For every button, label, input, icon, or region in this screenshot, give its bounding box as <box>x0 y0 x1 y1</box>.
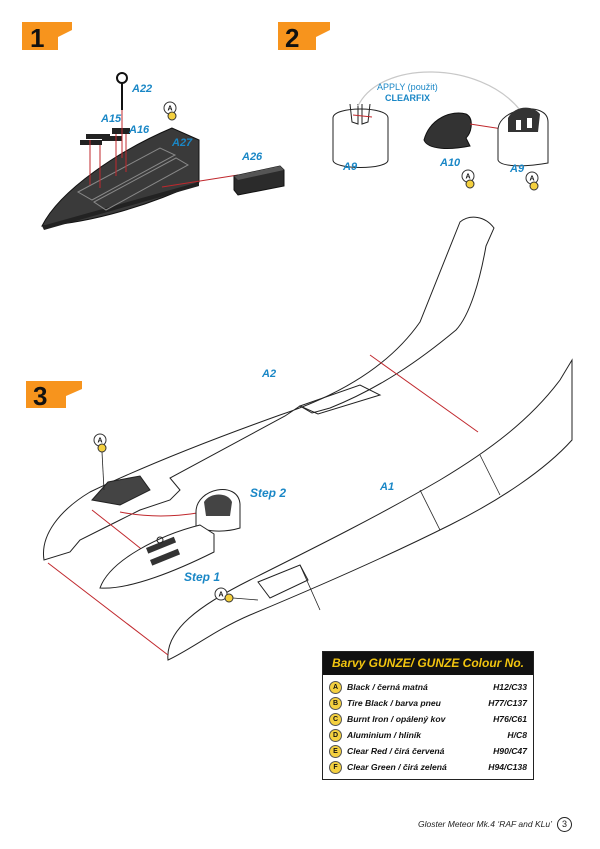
label-a15: A15 <box>100 113 122 125</box>
apply-material: CLEARFIX <box>385 93 430 103</box>
part-a26-block <box>233 165 285 196</box>
part-a10-headrest <box>423 112 523 149</box>
step-3-number: 3 <box>33 381 47 411</box>
colour-row: C Burnt Iron / opálený kov H76/C61 <box>329 711 527 727</box>
colour-name: Aluminium / hliník <box>347 730 422 740</box>
label-a2: A2 <box>261 368 276 380</box>
step-2-number: 2 <box>285 23 299 53</box>
step-2-seat-back <box>332 103 389 168</box>
label-step-1: Step 1 <box>184 570 220 584</box>
colour-name: Black / černá matná <box>347 682 428 692</box>
label-a16: A16 <box>128 124 150 136</box>
paint-badge-step1: A <box>163 101 177 121</box>
paint-badge-step3-cockpit: A <box>93 433 107 491</box>
label-a1: A1 <box>379 481 394 493</box>
svg-text:A: A <box>168 106 173 113</box>
colour-code: H90/C47 <box>493 746 527 756</box>
colour-name: Clear Red / čirá červená <box>347 746 445 756</box>
paint-badge-step3-nose: A <box>214 587 259 603</box>
colour-row: A Black / černá matná H12/C33 <box>329 679 527 695</box>
paint-letter-badge: D <box>329 728 342 742</box>
page-footer: Gloster Meteor Mk.4 ‘RAF and KLu’ 3 <box>400 815 572 833</box>
label-a9-right: A9 <box>509 163 525 175</box>
svg-text:A: A <box>98 438 103 445</box>
step-1-flag: 1 <box>22 22 72 53</box>
colour-table-body: A Black / černá matná H12/C33 B Tire Bla… <box>323 675 533 779</box>
label-a22: A22 <box>131 83 152 95</box>
colour-row: E Clear Red / čirá červená H90/C47 <box>329 743 527 759</box>
step-1-cockpit-floor <box>41 72 239 230</box>
page-number: 3 <box>557 816 572 832</box>
colour-row: F Clear Green / čirá zelená H94/C138 <box>329 759 527 775</box>
label-step-2: Step 2 <box>250 486 286 500</box>
label-a10: A10 <box>439 157 461 169</box>
svg-text:A: A <box>466 174 471 181</box>
control-stick-grip <box>116 72 128 84</box>
step-3-seat <box>195 489 241 532</box>
colour-code: H12/C33 <box>493 682 527 692</box>
step-3-flag: 3 <box>26 381 82 411</box>
colour-code: H77/C137 <box>488 698 527 708</box>
colour-row: D Aluminium / hliník H/C8 <box>329 727 527 743</box>
paint-letter-badge: F <box>329 760 342 774</box>
paint-letter-badge: E <box>329 744 342 758</box>
step-3-cockpit-floor <box>99 524 215 589</box>
part-a9-assembled <box>497 107 549 167</box>
colour-code: H76/C61 <box>493 714 527 724</box>
kit-title: Gloster Meteor Mk.4 ‘RAF and KLu’ <box>417 819 552 829</box>
colour-name: Burnt Iron / opálený kov <box>347 714 446 724</box>
colour-name: Tire Black / barva pneu <box>347 698 441 708</box>
colour-name: Clear Green / čirá zelená <box>347 762 447 772</box>
colour-code: H94/C138 <box>488 762 527 772</box>
colour-table: Barvy GUNZE/ GUNZE Colour No. A Black / … <box>322 651 534 780</box>
svg-text:A: A <box>219 592 224 599</box>
svg-text:A: A <box>530 176 535 183</box>
label-a9-left: A9 <box>342 161 358 173</box>
paint-letter-badge: B <box>329 696 342 710</box>
paint-letter-badge: A <box>329 680 342 694</box>
colour-code: H/C8 <box>507 730 527 740</box>
paint-badge-step2-a10: A <box>461 169 475 189</box>
step-1-number: 1 <box>30 23 44 53</box>
paint-letter-badge: C <box>329 712 342 726</box>
paint-badge-step2-a9: A <box>525 171 539 191</box>
step-2-flag: 2 <box>278 22 330 53</box>
apply-text: APPLY (použit) <box>377 82 438 92</box>
label-a26: A26 <box>241 151 263 163</box>
fuselage-half-a2 <box>43 216 495 561</box>
fuselage-half-a1 <box>167 358 573 661</box>
apply-curve <box>357 71 521 111</box>
colour-row: B Tire Black / barva pneu H77/C137 <box>329 695 527 711</box>
colour-table-title: Barvy GUNZE/ GUNZE Colour No. <box>323 652 533 675</box>
label-a27: A27 <box>171 137 193 149</box>
